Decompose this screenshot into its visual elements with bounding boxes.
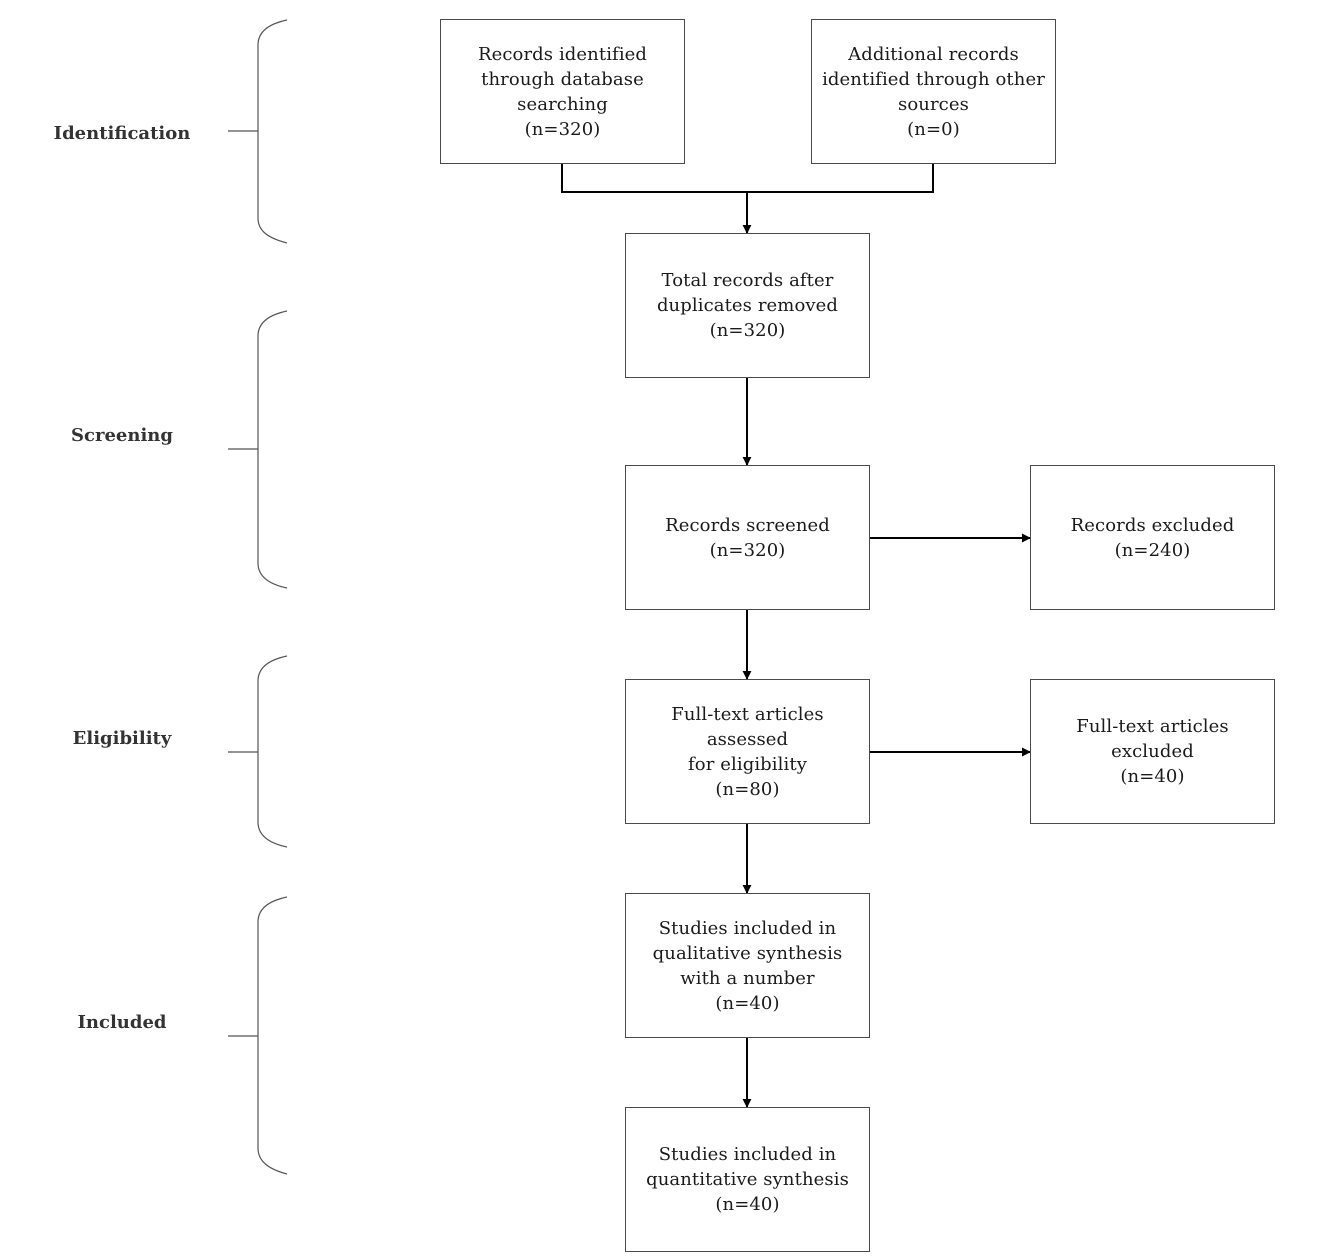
box-line: Studies included in (658, 917, 837, 939)
brace-screening (228, 310, 288, 589)
stage-label-included: Included (77, 1012, 167, 1033)
box-count: (n=40) (1120, 766, 1185, 787)
box-count: (n=0) (907, 118, 960, 140)
box-text: Full-text articles assessed for eligibil… (634, 702, 861, 802)
box-line: with a number (680, 967, 815, 989)
box-line: Records identified (477, 43, 648, 65)
box-count: (n=320) (709, 320, 786, 341)
box-line: excluded (1111, 741, 1194, 762)
box-after-duplicates: Total records after duplicates removed (… (625, 233, 870, 378)
box-count: (n=80) (715, 778, 780, 800)
box-count: (n=320) (709, 539, 786, 561)
brace-included (228, 896, 288, 1175)
box-line: Records screened (665, 514, 830, 536)
box-line: identified through other (822, 68, 1045, 90)
box-text: Studies included in quantitative synthes… (646, 1142, 849, 1217)
stage-label-identification: Identification (53, 123, 191, 144)
box-text: Records identified through database sear… (478, 42, 647, 142)
box-count: (n=320) (524, 118, 601, 140)
box-line: Additional records (848, 43, 1019, 65)
box-text: Records screened (n=320) (665, 513, 830, 563)
box-line: Studies included in (658, 1144, 837, 1165)
box-text: Additional records identified through ot… (822, 42, 1045, 142)
brace-eligibility (228, 655, 288, 848)
box-line: through database (481, 68, 644, 90)
box-count: (n=40) (715, 1194, 780, 1215)
stage-label-eligibility: Eligibility (72, 728, 172, 749)
box-fulltext-assessed: Full-text articles assessed for eligibil… (625, 679, 870, 824)
box-line: Records excluded (1070, 514, 1235, 536)
box-line: quantitative synthesis (646, 1169, 849, 1190)
box-count: (n=40) (715, 992, 780, 1014)
box-qualitative-synthesis: Studies included in qualitative synthesi… (625, 893, 870, 1038)
box-database-records: Records identified through database sear… (440, 19, 685, 164)
box-count: (n=240) (1114, 539, 1191, 561)
box-other-sources: Additional records identified through ot… (811, 19, 1056, 164)
box-line: qualitative synthesis (652, 942, 843, 964)
box-quantitative-synthesis: Studies included in quantitative synthes… (625, 1107, 870, 1252)
box-records-screened: Records screened (n=320) (625, 465, 870, 610)
box-text: Full-text articles excluded (n=40) (1076, 714, 1229, 789)
merge-connector (561, 163, 934, 193)
stage-label-screening: Screening (71, 425, 173, 446)
box-line: Full-text articles (1076, 716, 1229, 737)
box-text: Studies included in qualitative synthesi… (653, 916, 843, 1016)
box-line: sources (898, 93, 969, 115)
box-fulltext-excluded: Full-text articles excluded (n=40) (1030, 679, 1275, 824)
brace-identification (228, 19, 288, 244)
box-line: duplicates removed (656, 295, 839, 316)
box-text: Records excluded (n=240) (1071, 513, 1235, 563)
box-line: for eligibility (688, 753, 807, 775)
box-line: Full-text articles assessed (671, 703, 824, 750)
box-records-excluded: Records excluded (n=240) (1030, 465, 1275, 610)
box-line: Total records after (661, 270, 834, 291)
box-line: searching (517, 93, 608, 115)
box-text: Total records after duplicates removed (… (657, 268, 838, 343)
